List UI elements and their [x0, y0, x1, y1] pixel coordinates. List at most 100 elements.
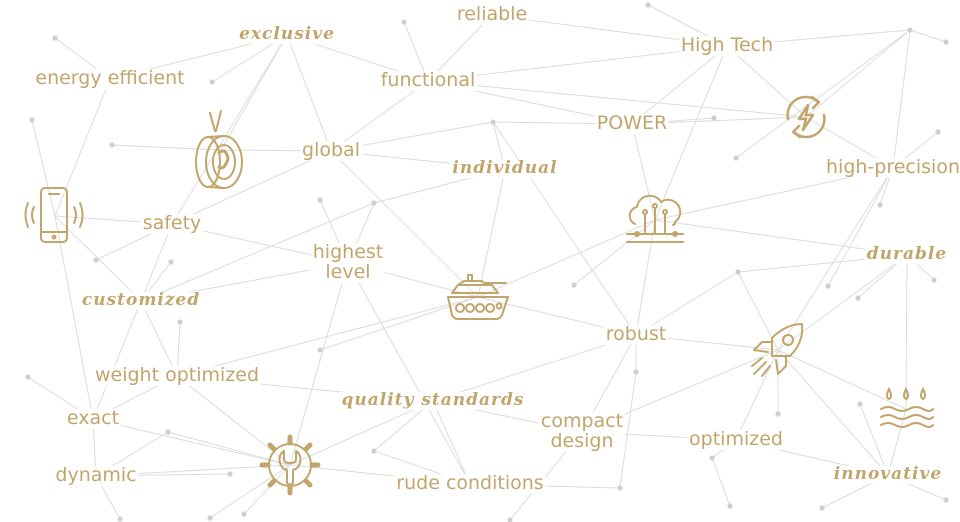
network-line: [111, 144, 222, 151]
network-line: [220, 34, 288, 151]
network-line: [477, 168, 506, 298]
network-dot: [943, 497, 949, 503]
network-line: [735, 349, 779, 441]
keyword-quality-standards: quality standards: [339, 390, 527, 411]
keyword-energy-efficient: energy efficient: [33, 67, 187, 90]
network-line: [492, 121, 637, 336]
keyword-robust: robust: [603, 323, 669, 346]
network-dot: [177, 319, 183, 325]
network-line: [289, 400, 434, 466]
keyword-customized: customized: [79, 290, 203, 311]
network-line: [171, 150, 332, 225]
network-line: [31, 119, 56, 217]
network-line: [477, 219, 656, 298]
tank-icon: [444, 271, 512, 323]
network-dot: [735, 269, 741, 275]
network-dot: [490, 119, 496, 125]
network-line: [286, 34, 332, 152]
network-line: [92, 418, 291, 466]
network-dot: [819, 505, 825, 511]
network-line: [737, 271, 779, 351]
cloud-circuit-icon: [623, 192, 687, 248]
network-line: [176, 296, 479, 377]
network-line: [289, 262, 349, 466]
network-line: [427, 14, 493, 82]
power-cycle-icon: [778, 89, 834, 145]
smartphone-icon: [23, 185, 87, 247]
network-line: [905, 254, 908, 410]
network-line: [347, 262, 471, 485]
network-line: [54, 215, 94, 420]
network-line: [887, 408, 907, 476]
network-dot: [317, 347, 323, 353]
network-line: [777, 349, 889, 476]
network-line: [726, 45, 807, 118]
network-line: [892, 29, 911, 169]
keyword-global: global: [300, 139, 362, 162]
keyword-weight-optimized: weight optimized: [92, 364, 262, 387]
network-line: [631, 123, 656, 221]
network-line: [209, 464, 291, 519]
network-line: [330, 150, 479, 298]
network-line: [330, 80, 429, 152]
network-line: [859, 403, 889, 476]
water-icon: [877, 385, 935, 433]
bearing-icon: [188, 109, 254, 191]
keyword-exclusive: exclusive: [237, 24, 337, 45]
network-dot: [943, 39, 949, 45]
network-line: [631, 45, 728, 125]
network-dot: [825, 283, 831, 289]
network-dot: [877, 202, 883, 208]
keyword-innovative: innovative: [831, 464, 945, 485]
network-line: [619, 371, 637, 489]
keyword-high-tech: High Tech: [678, 34, 776, 57]
network-line: [319, 296, 479, 351]
network-dot: [227, 471, 233, 477]
network-line: [805, 29, 911, 118]
network-line: [432, 334, 637, 402]
keyword-exact: exact: [64, 407, 122, 430]
network-dot: [633, 369, 639, 375]
network-dot: [907, 27, 913, 33]
network-dot: [571, 282, 577, 288]
network-line: [140, 223, 173, 302]
network-dot: [241, 511, 247, 517]
network-dot: [117, 516, 123, 522]
network-dot: [209, 79, 215, 85]
network-line: [427, 45, 728, 82]
network-line: [635, 271, 739, 336]
keyword-optimized: optimized: [687, 428, 785, 451]
network-dot: [168, 259, 174, 265]
network-line: [176, 375, 291, 466]
keyword-reliable: reliable: [454, 3, 530, 26]
network-dot: [711, 115, 717, 121]
network-dot: [52, 35, 58, 41]
network-line: [735, 29, 911, 159]
network-line: [243, 464, 291, 515]
network-dot: [165, 429, 171, 435]
network-line: [777, 349, 907, 410]
network-dot: [207, 515, 213, 521]
network-dot: [727, 503, 733, 509]
network-line: [432, 400, 471, 485]
network-dot: [857, 401, 863, 407]
network-dot: [617, 485, 623, 491]
network-dot: [935, 129, 941, 135]
network-line: [54, 78, 111, 217]
network-dot: [401, 19, 407, 25]
network-dot: [645, 2, 651, 8]
network-dot: [109, 142, 115, 148]
keyword-rude-conditions: rude conditions: [394, 472, 546, 495]
keyword-power: POWER: [594, 112, 670, 135]
network-dot: [507, 517, 513, 522]
network-dot: [371, 448, 377, 454]
network-dot: [775, 411, 781, 417]
network-line: [140, 300, 178, 377]
network-line: [573, 219, 656, 286]
network-line: [777, 167, 894, 351]
keyword-high-precision: high-precision: [824, 156, 960, 179]
network-line: [909, 29, 947, 43]
keyword-individual: individual: [450, 158, 560, 179]
